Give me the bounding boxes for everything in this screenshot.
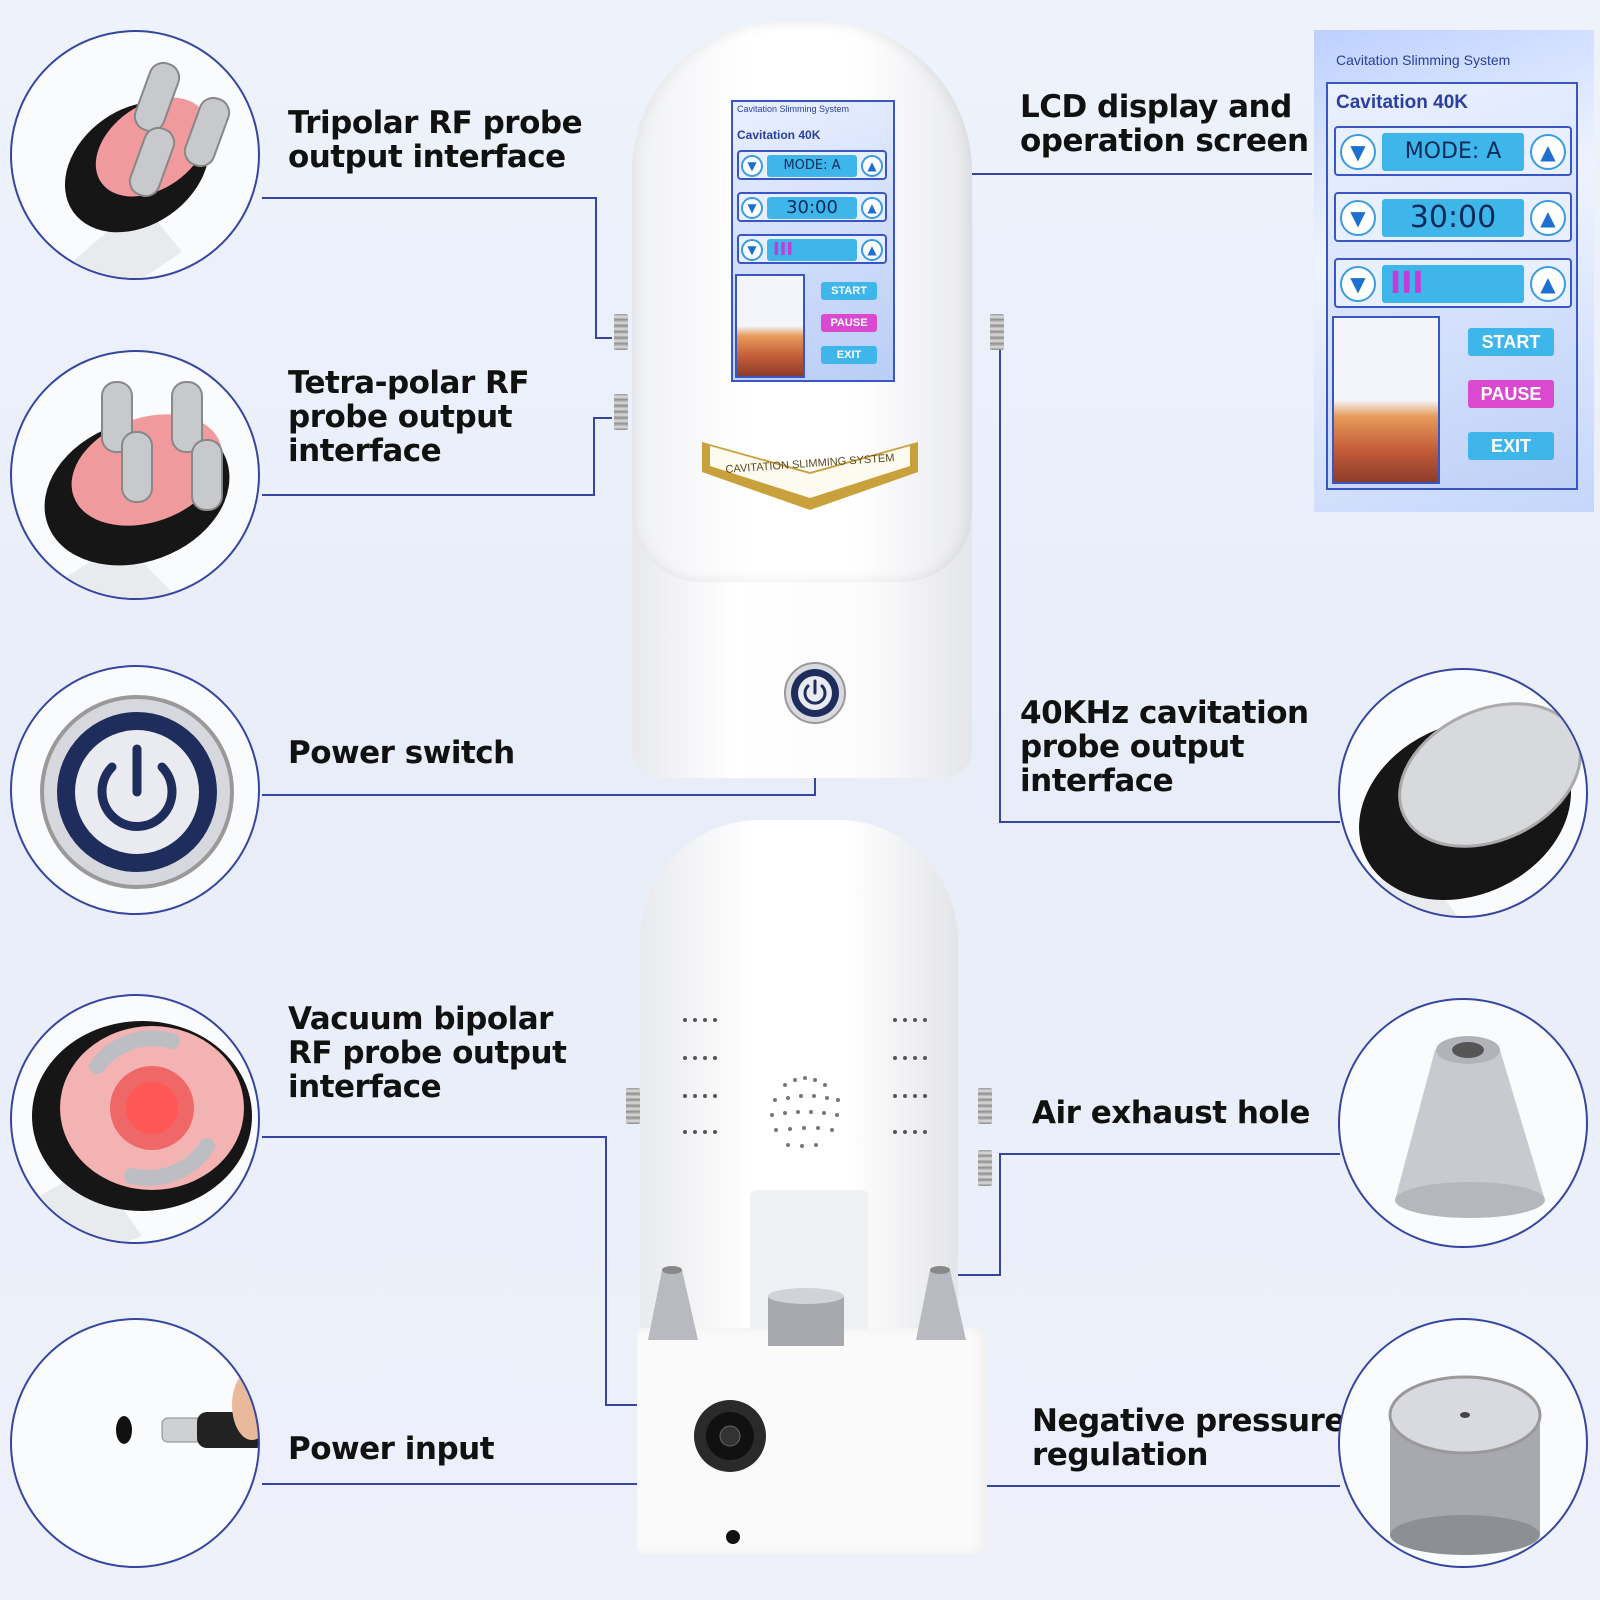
level-value: III: [767, 239, 857, 261]
air-exhaust-image: [1338, 998, 1588, 1248]
zoom-level-up-button[interactable]: ▲: [1530, 266, 1566, 302]
back-port-left: [626, 1088, 640, 1124]
zoom-mode-up-button[interactable]: ▲: [1530, 134, 1566, 170]
mode-value: MODE: A: [767, 155, 857, 177]
zoom-level-value: III: [1382, 265, 1524, 303]
mode-row: ▼ MODE: A ▲: [737, 150, 887, 180]
screen-mode-title: Cavitation 40K: [737, 128, 821, 142]
label-line: interface: [288, 1069, 442, 1105]
label-line: regulation: [1032, 1437, 1208, 1473]
zoom-start-button[interactable]: START: [1468, 328, 1554, 356]
mode-down-button[interactable]: ▼: [741, 155, 763, 177]
screen-system-title: Cavitation Slimming System: [737, 104, 850, 114]
zoom-time-row: ▼ 30:00 ▲: [1334, 192, 1572, 242]
zoom-time-down-button[interactable]: ▼: [1340, 200, 1376, 236]
vacuum-bipolar-probe-image: [10, 994, 260, 1244]
zoom-mode-value: MODE: A: [1382, 133, 1524, 171]
mode-up-button[interactable]: ▲: [861, 155, 883, 177]
label-line: Vacuum bipolar: [288, 1001, 553, 1037]
level-row: ▼ III ▲: [737, 234, 887, 264]
label-line: Tetra-polar RF: [288, 365, 530, 401]
device-back-base: [637, 1328, 987, 1554]
label-power-switch: Power switch: [288, 736, 515, 770]
label-tetrapolar: Tetra-polar RF probe output interface: [288, 365, 530, 469]
label-line: Power input: [288, 1431, 495, 1467]
cavitation-probe-image: [1338, 668, 1588, 918]
label-line: RF probe output: [288, 1035, 567, 1071]
device-lcd-screen: Cavitation Slimming System Cavitation 40…: [731, 100, 895, 382]
pressure-knob-icon: [1388, 1375, 1542, 1555]
time-up-button[interactable]: ▲: [861, 197, 883, 219]
label-power-input: Power input: [288, 1431, 495, 1467]
zoom-pause-button[interactable]: PAUSE: [1468, 380, 1554, 408]
exhaust-nozzle-icon: [1395, 1036, 1545, 1218]
label-lcd: LCD display and operation screen: [1020, 90, 1309, 158]
exit-button[interactable]: EXIT: [821, 346, 877, 364]
label-air-exhaust: Air exhaust hole: [1032, 1096, 1310, 1130]
label-line: probe output: [288, 399, 513, 435]
power-button-icon: [40, 695, 234, 889]
time-value: 30:00: [767, 197, 857, 219]
label-line: 40KHz cavitation: [1020, 695, 1309, 731]
zoom-mode-row: ▼ MODE: A ▲: [1334, 126, 1572, 176]
zoom-screen: Cavitation 40K ▼ MODE: A ▲ ▼ 30:00 ▲ ▼ I…: [1326, 82, 1578, 490]
power-switch-image: [10, 665, 260, 915]
power-plug-icon: [116, 1370, 258, 1448]
time-row: ▼ 30:00 ▲: [737, 192, 887, 222]
exhaust-vents: [683, 1018, 927, 1148]
start-button[interactable]: START: [821, 282, 877, 300]
lcd-zoom-panel: Cavitation Slimming System Cavitation 40…: [1314, 30, 1594, 512]
label-line: Power switch: [288, 735, 515, 771]
label-line: output interface: [288, 139, 566, 175]
label-line: Air exhaust hole: [1032, 1095, 1310, 1131]
zoom-exit-button[interactable]: EXIT: [1468, 432, 1554, 460]
level-down-button[interactable]: ▼: [741, 239, 763, 261]
device-badge: [702, 442, 918, 510]
zoom-mode-down-button[interactable]: ▼: [1340, 134, 1376, 170]
zoom-probe-preview-image: [1332, 316, 1440, 484]
label-line: interface: [1020, 763, 1174, 799]
cavitation-probe-icon: [1359, 702, 1582, 916]
back-port-right-lower: [978, 1150, 992, 1186]
zoom-time-up-button[interactable]: ▲: [1530, 200, 1566, 236]
back-fittings: [648, 1266, 966, 1346]
tetrapolar-probe-icon: [42, 381, 230, 598]
zoom-mode-title: Cavitation 40K: [1336, 92, 1468, 113]
label-negative-pressure: Negative pressure regulation: [1032, 1404, 1345, 1472]
back-port-right: [978, 1088, 992, 1124]
tripolar-probe-icon: [64, 61, 231, 278]
label-line: LCD display and: [1020, 89, 1292, 125]
power-input-dot: [726, 1530, 740, 1544]
level-up-button[interactable]: ▲: [861, 239, 883, 261]
zoom-time-value: 30:00: [1382, 199, 1524, 237]
zoom-system-title: Cavitation Slimming System: [1336, 52, 1511, 68]
label-line: Tripolar RF probe: [288, 105, 583, 141]
probe-preview-image: [735, 274, 805, 378]
tetrapolar-probe-image: [10, 350, 260, 600]
negative-pressure-knob-image: [1338, 1318, 1588, 1568]
tripolar-probe-image: [10, 30, 260, 280]
label-tripolar: Tripolar RF probe output interface: [288, 105, 583, 175]
tetrapolar-port: [614, 394, 628, 430]
label-line: probe output: [1020, 729, 1245, 765]
vacuum-bipolar-probe-icon: [22, 1021, 252, 1242]
device-power-button[interactable]: [782, 660, 848, 726]
pause-button[interactable]: PAUSE: [821, 314, 877, 332]
label-line: interface: [288, 433, 442, 469]
label-vacuum-bipolar: Vacuum bipolar RF probe output interface: [288, 1001, 567, 1105]
label-cavitation-40k: 40KHz cavitation probe output interface: [1020, 696, 1309, 798]
power-input-image: [10, 1318, 260, 1568]
time-down-button[interactable]: ▼: [741, 197, 763, 219]
zoom-level-down-button[interactable]: ▼: [1340, 266, 1376, 302]
cavitation-port: [990, 314, 1004, 350]
power-input-socket: [694, 1400, 766, 1472]
label-line: Negative pressure: [1032, 1403, 1345, 1439]
tripolar-port: [614, 314, 628, 350]
label-line: operation screen: [1020, 123, 1309, 159]
zoom-level-row: ▼ III ▲: [1334, 258, 1572, 308]
